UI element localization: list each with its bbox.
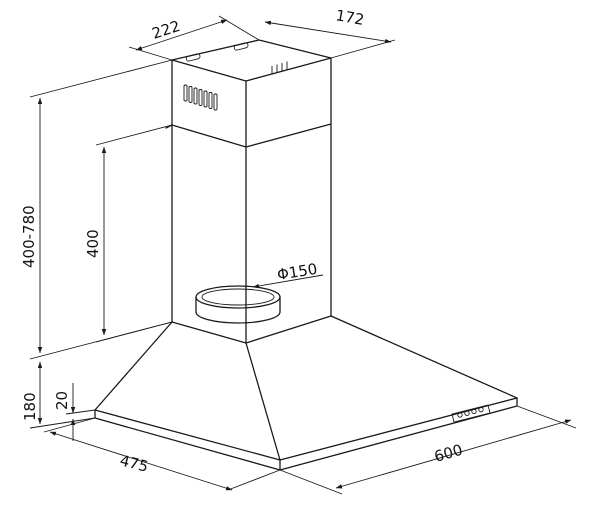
chimney-depth-label: 172 bbox=[334, 6, 365, 29]
dimension-rim-height: 20 bbox=[53, 383, 96, 441]
upper-chimney-height-label: 400 bbox=[84, 229, 102, 258]
vent-slots-icon bbox=[183, 84, 218, 111]
duct-diameter-label: Φ150 bbox=[276, 260, 319, 284]
canopy bbox=[94, 315, 518, 461]
back-vent-icon bbox=[271, 61, 288, 74]
screw-slot-icon bbox=[185, 42, 249, 62]
hood-height-label: 180 bbox=[21, 392, 39, 421]
dimension-hood-width: 600 bbox=[279, 405, 577, 495]
hood-width-label: 600 bbox=[432, 441, 464, 466]
dimension-upper-chimney-height: 400 bbox=[84, 124, 173, 343]
dimension-total-height: 400-780 bbox=[20, 59, 173, 360]
duct-collar bbox=[195, 285, 281, 324]
upper-chimney bbox=[171, 39, 332, 148]
control-buttons-icon bbox=[451, 404, 491, 423]
rim-height-label: 20 bbox=[53, 391, 71, 410]
dimension-chimney-width: 222 bbox=[128, 15, 260, 61]
hood-depth-label: 475 bbox=[118, 451, 150, 475]
total-height-label: 400-780 bbox=[20, 205, 38, 268]
dimension-chimney-depth: 172 bbox=[264, 6, 396, 59]
dimension-hood-height: 180 bbox=[21, 361, 96, 429]
chimney-width-label: 222 bbox=[150, 17, 183, 43]
dimension-hood-depth: 475 bbox=[43, 417, 281, 491]
dimension-duct-diameter: Φ150 bbox=[252, 260, 324, 289]
lower-chimney bbox=[165, 123, 332, 344]
